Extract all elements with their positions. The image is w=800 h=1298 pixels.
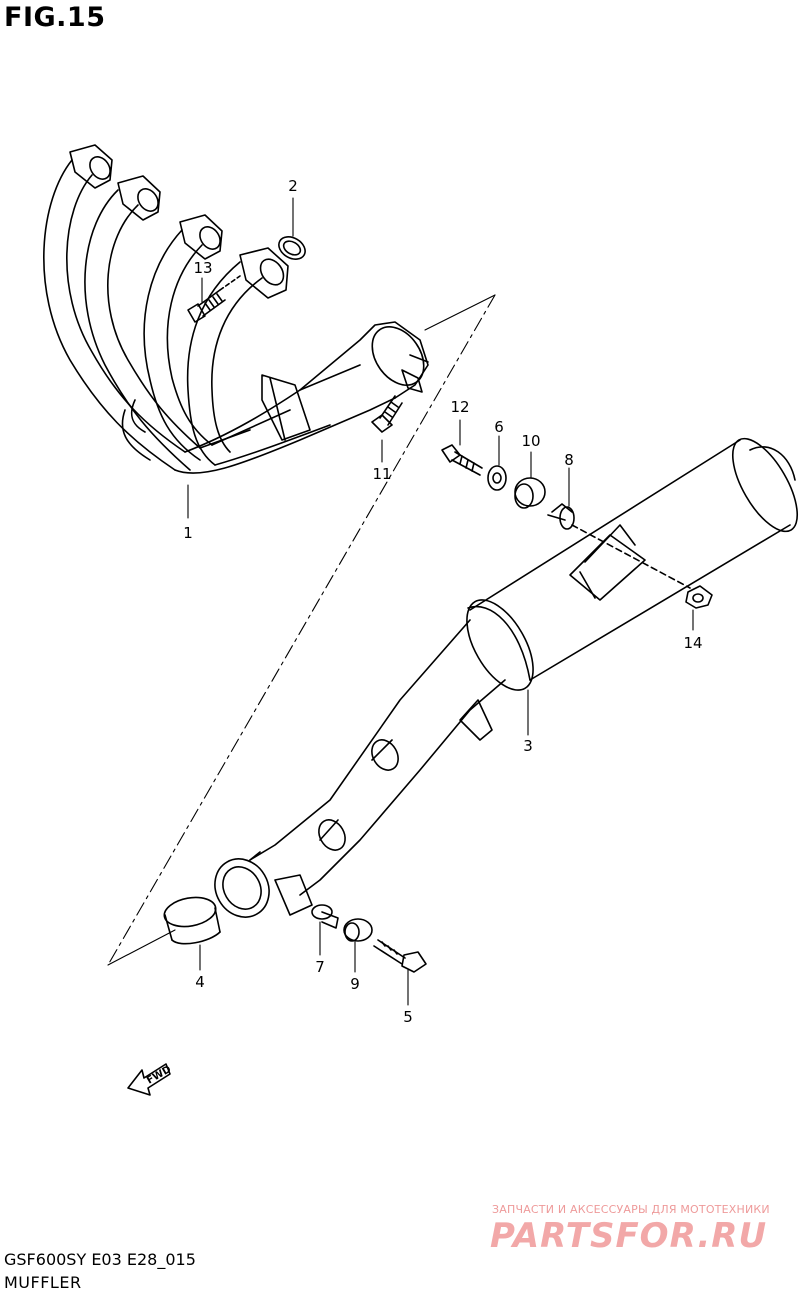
callout-10: 10	[521, 432, 540, 450]
callout-12: 12	[450, 398, 469, 416]
callout-6: 6	[494, 418, 504, 436]
callout-14: 14	[683, 634, 702, 652]
bolt-11	[371, 395, 403, 433]
fasteners-lower	[311, 904, 427, 973]
callout-13: 13	[193, 259, 212, 277]
model-code: GSF600SY E03 E28_015	[4, 1250, 196, 1269]
watermark-logo: PARTSFOR.RU	[490, 1216, 768, 1256]
forward-direction-arrow	[127, 1063, 171, 1096]
callout-8: 8	[564, 451, 574, 469]
callout-3: 3	[523, 737, 533, 755]
callout-11: 11	[372, 465, 391, 483]
callout-9: 9	[350, 975, 360, 993]
callout-4: 4	[195, 973, 205, 991]
callout-7: 7	[315, 958, 325, 976]
muffler-body	[214, 437, 799, 918]
figure-title: FIG.15	[4, 2, 106, 33]
forward-label: FWD	[145, 1064, 173, 1087]
reference-lines	[107, 294, 496, 966]
gasket-4	[163, 896, 221, 945]
watermark-tagline: ЗАПЧАСТИ И АКСЕССУАРЫ ДЛЯ МОТОТЕХНИКИ	[492, 1203, 770, 1216]
fasteners-upper	[441, 444, 713, 609]
exhaust-pipe-assembly	[43, 144, 429, 474]
callout-1: 1	[183, 524, 193, 542]
callout-2: 2	[288, 177, 298, 195]
callout-numbers: 1 2 3 4 5 6 7 8 9 10 11 12 13 14	[183, 177, 702, 1026]
callout-5: 5	[403, 1008, 413, 1026]
section-name: MUFFLER	[4, 1273, 82, 1292]
leader-lines	[187, 197, 694, 1006]
